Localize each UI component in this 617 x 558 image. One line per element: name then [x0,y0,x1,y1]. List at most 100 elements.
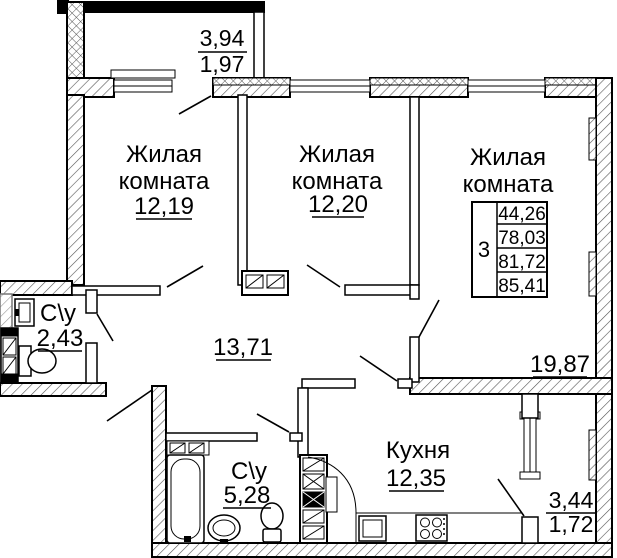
stove-knob [443,533,445,535]
wall-room3-west-stub [409,336,420,383]
interior-walls [71,94,539,544]
stove [415,514,448,542]
wall-bath-small-east [85,342,98,384]
stove-knob [443,518,445,520]
stove-knob [443,528,445,530]
room2-name-line1: Жилая [299,141,375,168]
vent-mark [302,509,325,524]
room1-area: 12,19 [134,193,194,220]
kitchen-name: Кухня [386,437,450,464]
kitchen-area: 12,35 [386,465,446,492]
toilet-tank [262,528,282,543]
wall-bath-small-door-jamb [85,289,98,314]
wall-bottom [151,542,613,558]
wall-kitchen-balcony-upper [521,393,539,419]
kitchen-sink-inner [362,519,383,538]
vent-mark [245,274,264,289]
room3-area: 19,87 [530,351,590,378]
door-kitchen [359,355,398,382]
balcony-bottom-area-total: 3,44 [549,487,594,513]
doors [96,95,525,517]
wall-kitchen-balcony-lower [521,516,539,544]
sink-inner [18,302,31,323]
door-room2 [306,264,341,288]
wall-left-upper [66,94,85,286]
wall-right [595,77,613,558]
summary-rooms-count: 3 [478,237,490,262]
room3-name-line2: комната [463,171,554,198]
vent-mark [302,525,325,540]
pilaster [588,429,597,481]
vent-cap [0,373,19,383]
sink-inner [212,519,236,537]
stove-knob [443,523,445,525]
summary-area-1: 44,26 [498,204,546,225]
summary-area-4: 85,41 [498,276,546,297]
bathtub-drain [184,536,191,542]
wall-bath-large-north-b [289,432,303,442]
bathtub-inner [170,458,201,540]
sink-tap [220,539,228,543]
wall-room1-room2 [237,94,248,286]
door-kitchen-balcony [497,478,525,517]
windows [110,69,546,480]
wall-hall-north-b [344,284,413,296]
door-bath-large [256,413,290,433]
door-room1 [166,265,204,288]
summary-table-border [471,201,548,298]
wall-kitchen-north-a [301,378,356,389]
washer-mark [188,442,205,454]
wall-left-lower [151,385,167,544]
vent-mark [302,491,325,508]
wall-room3-door-jamb [409,284,420,300]
door-bath-small [96,313,114,342]
door-balcony-top [178,95,212,115]
bath-large-name: С\у [231,458,267,485]
toilet-bath-small [27,348,57,374]
fixtures [14,298,522,544]
balcony-top-area-counted: 1,97 [200,51,245,77]
balcony-bottom-area-counted: 1,72 [549,511,594,537]
wall-room2-room3 [409,96,420,286]
kitchen-cabinet [325,476,338,513]
burner [420,517,430,528]
burner [420,529,430,539]
room3-name-line1: Жилая [470,144,546,171]
wall-bath-small-bottom [0,382,107,397]
vent-mark [302,473,325,490]
pilaster [588,117,597,161]
window-sill [110,69,176,79]
wall-bath-small-top [0,280,73,296]
window-sill [519,471,541,480]
washer-mark [169,442,186,454]
room-labels: Жилая комната 12,19 Жилая комната 12,20 … [37,25,596,537]
room1-name-line1: Жилая [126,141,202,168]
door-room3 [418,299,440,338]
vent-mark [2,356,17,375]
room2-area: 12,20 [308,191,368,218]
balcony-top-area-total: 3,94 [200,25,245,51]
wall-kitchen-north-b [397,378,413,389]
door-entrance [106,389,153,422]
bath-small-name: С\у [40,300,76,327]
summary-table: 3 44,26 78,03 81,72 85,41 [471,201,548,298]
burner [432,529,442,539]
wall-hall-north-a [71,285,161,296]
wall-kitchen-west [297,387,309,458]
burner [432,517,442,528]
summary-area-2: 78,03 [498,228,546,249]
kitchen-counter-curve [307,456,357,543]
bath-large-area: 5,28 [224,482,271,509]
room1-name-line2: комната [119,168,210,195]
summary-area-3: 81,72 [498,252,546,273]
room2-name-line2: комната [292,168,383,195]
insulation-strip [369,77,469,86]
vent-shafts [0,270,328,544]
wall-bath-large-north-a [165,432,258,442]
vent-mark [2,337,17,356]
bath-small-area: 2,43 [37,325,84,352]
wall-balcony-top [83,1,265,13]
